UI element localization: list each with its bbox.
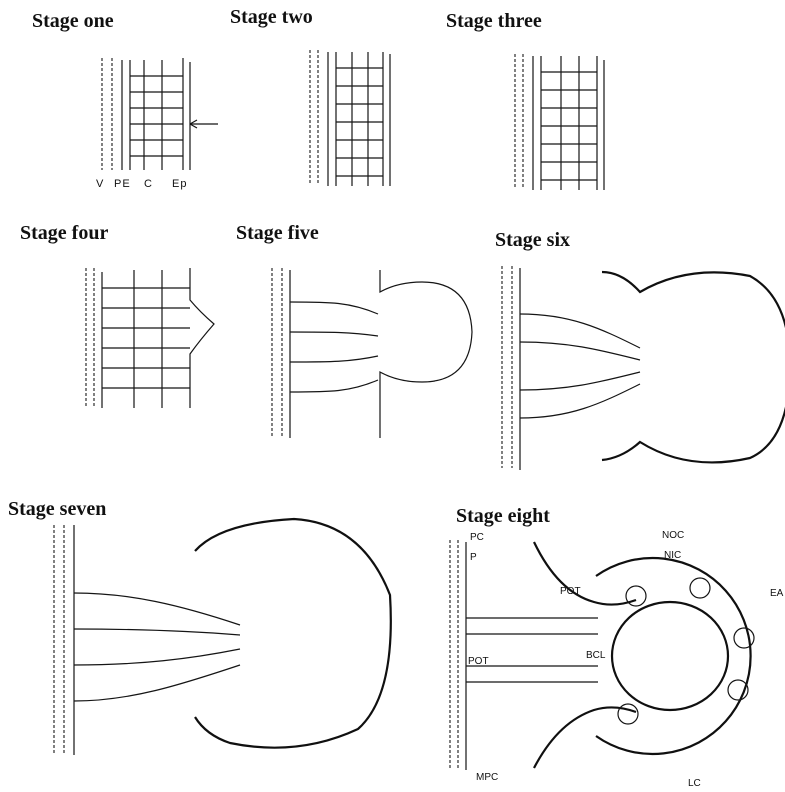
stage-five-title: Stage five xyxy=(236,222,319,245)
label-c: C xyxy=(144,178,153,190)
stage-two-drawing xyxy=(300,44,400,194)
label-v: V xyxy=(96,178,104,190)
label-ep: Ep xyxy=(172,178,187,190)
stage-eight-title: Stage eight xyxy=(456,505,550,528)
label-pc-top: PC xyxy=(470,532,484,543)
stage-two-title: Stage two xyxy=(230,6,313,29)
stage-seven-drawing xyxy=(40,505,430,775)
label-pe: PE xyxy=(114,178,131,190)
stage-five-drawing xyxy=(260,262,490,447)
label-p: P xyxy=(470,552,477,563)
label-lc: LC xyxy=(688,778,701,789)
stage-four-drawing xyxy=(72,262,222,417)
label-noc: NOC xyxy=(662,530,684,541)
stage-one-title: Stage one xyxy=(32,10,114,33)
stage-four-title: Stage four xyxy=(20,222,108,245)
label-mpc: MPC xyxy=(476,772,498,783)
stage-six-title: Stage six xyxy=(495,229,570,252)
stage-eight-drawing: PC P NOC NIC POT POT BCL MPC EA LC xyxy=(440,530,785,792)
stage-one-drawing: V PE C Ep xyxy=(90,52,230,192)
stage-three-drawing xyxy=(505,48,615,196)
label-bcl: BCL xyxy=(586,650,606,661)
stage-six-drawing xyxy=(490,258,785,483)
label-pot-top: POT xyxy=(560,586,581,597)
label-pot-bottom: POT xyxy=(468,656,489,667)
label-ea: EA xyxy=(770,588,784,599)
label-nic: NIC xyxy=(664,550,681,561)
stage-three-title: Stage three xyxy=(446,10,542,33)
